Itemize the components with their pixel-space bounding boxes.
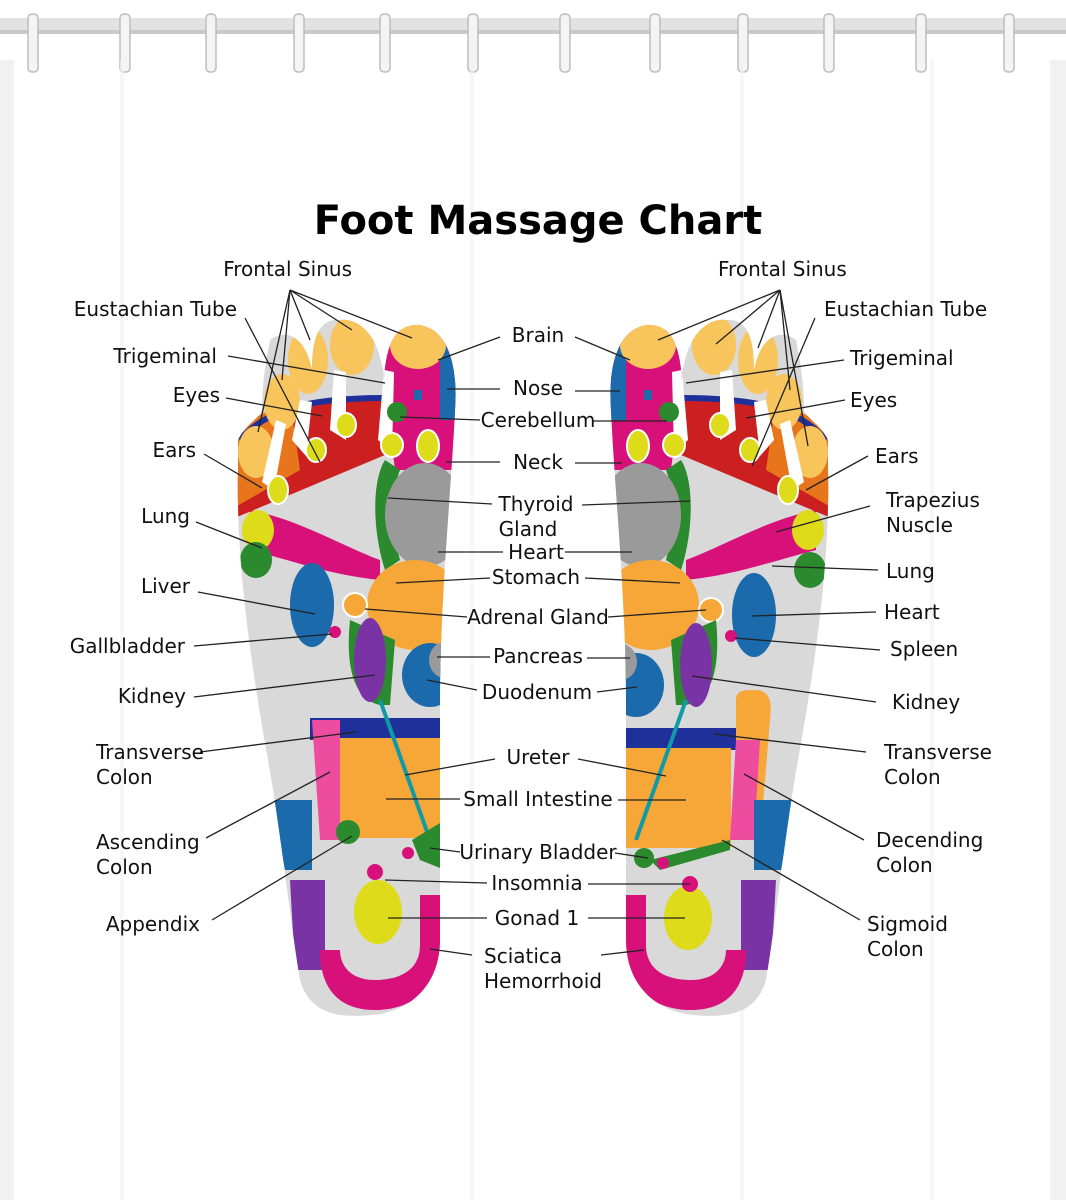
label-urinary-bladder: Urinary Bladder (459, 840, 617, 864)
label-right-eyes: Eyes (850, 388, 897, 412)
label-left-eyes: Eyes (173, 383, 220, 407)
label-left-ascending-colon: Ascending (96, 830, 200, 854)
label-right-eustachian-tube: Eustachian Tube (824, 297, 987, 321)
label-left-frontal-sinus: Frontal Sinus (223, 257, 352, 281)
label-right-lung: Lung (886, 559, 935, 583)
label-hemorrhoid: Hemorrhoid (484, 969, 602, 993)
label-gonad: Gonad 1 (495, 906, 579, 930)
label-left-ascending-colon-2: Colon (96, 855, 153, 879)
center-leader-lines (364, 336, 707, 956)
label-right-heart: Heart (884, 600, 940, 624)
curtain-hooks (27, 13, 1015, 73)
label-left-eustachian-tube: Eustachian Tube (74, 297, 237, 321)
label-nose: Nose (513, 376, 563, 400)
label-right-transverse-colon: Transverse (883, 740, 992, 764)
label-left-transverse-colon: Transverse (95, 740, 204, 764)
center-labels: Brain Nose Cerebellum Neck Thyroid Gland… (459, 323, 617, 993)
left-leader-lines (193, 289, 413, 921)
left-foot (237, 319, 456, 1016)
label-brain: Brain (512, 323, 564, 347)
label-left-gallbladder: Gallbladder (70, 634, 186, 658)
label-heart-center: Heart (508, 540, 564, 564)
label-pancreas: Pancreas (493, 644, 583, 668)
label-thyroid-gland: Gland (499, 517, 558, 541)
label-sciatica: Sciatica (484, 944, 562, 968)
label-left-lung: Lung (141, 504, 190, 528)
label-left-transverse-colon-2: Colon (96, 765, 153, 789)
label-right-kidney: Kidney (892, 690, 960, 714)
label-left-trigeminal: Trigeminal (112, 344, 217, 368)
label-adrenal-gland: Adrenal Gland (467, 605, 609, 629)
label-right-ears: Ears (875, 444, 919, 468)
label-duodenum: Duodenum (482, 680, 592, 704)
left-labels: Frontal Sinus Eustachian Tube Trigeminal… (70, 257, 352, 936)
right-labels: Frontal Sinus Eustachian Tube Trigeminal… (718, 257, 992, 961)
label-right-sigmoid-colon: Sigmoid (867, 912, 948, 936)
label-right-decending-colon: Decending (876, 828, 983, 852)
label-right-transverse-colon-2: Colon (884, 765, 941, 789)
label-right-trigeminal: Trigeminal (849, 346, 954, 370)
label-neck: Neck (513, 450, 563, 474)
chart-title: Foot Massage Chart (314, 198, 762, 244)
label-small-intestine: Small Intestine (463, 787, 612, 811)
label-left-appendix: Appendix (106, 912, 200, 936)
curtain-rod (0, 0, 1066, 34)
label-right-decending-colon-2: Colon (876, 853, 933, 877)
label-cerebellum: Cerebellum (481, 408, 596, 432)
label-stomach: Stomach (492, 565, 580, 589)
label-insomnia: Insomnia (491, 871, 582, 895)
label-left-ears: Ears (152, 438, 196, 462)
label-right-spleen: Spleen (890, 637, 958, 661)
label-thyroid: Thyroid (498, 492, 574, 516)
label-right-trapezius: Trapezius (885, 488, 980, 512)
label-left-kidney: Kidney (118, 684, 186, 708)
label-right-trapezius-2: Nuscle (886, 513, 953, 537)
label-left-liver: Liver (141, 574, 191, 598)
right-leader-lines (657, 289, 881, 921)
label-right-sigmoid-colon-2: Colon (867, 937, 924, 961)
right-foot (610, 319, 829, 1016)
label-right-frontal-sinus: Frontal Sinus (718, 257, 847, 281)
label-ureter: Ureter (506, 745, 570, 769)
